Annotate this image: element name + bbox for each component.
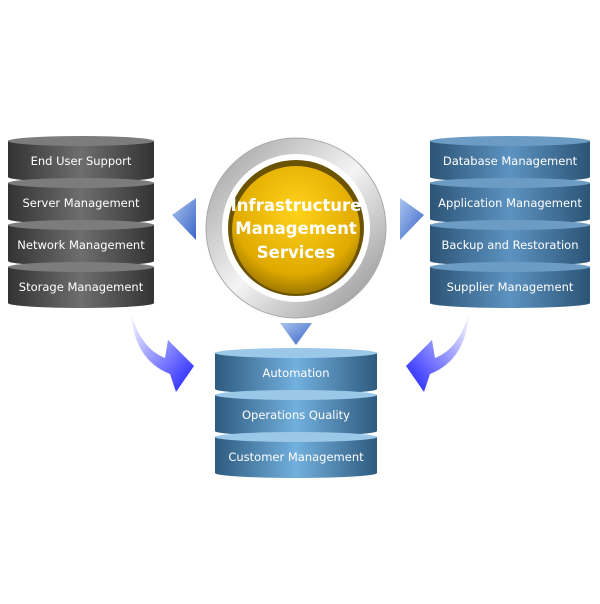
bottom-stack-segment: Automation: [215, 348, 377, 394]
right-stack-segment: Database Management: [430, 136, 590, 182]
down-pointer-icon: [280, 323, 312, 345]
segment-label: Database Management: [443, 154, 578, 168]
segment-label: Operations Quality: [242, 408, 350, 422]
left-stack-segment: Storage Management: [8, 262, 154, 308]
segment-label: Automation: [263, 366, 330, 380]
right-pointer-icon: [400, 198, 424, 240]
center-title-line-1: Infrastructure: [231, 196, 362, 215]
center-hub: Infrastructure Management Services: [205, 137, 387, 319]
center-title-line-3: Services: [257, 243, 336, 262]
right-stack-segment: Backup and Restoration: [430, 220, 590, 266]
segment-label: Server Management: [22, 196, 140, 210]
segment-label: Application Management: [438, 196, 582, 210]
curved-arrow-right-icon: [406, 312, 469, 392]
segment-label: Backup and Restoration: [442, 238, 579, 252]
segment-label: Supplier Management: [447, 280, 574, 294]
segment-label: Network Management: [17, 238, 145, 252]
left-stack-segment: Server Management: [8, 178, 154, 224]
center-title-line-2: Management: [235, 219, 357, 238]
right-stack-segment: Supplier Management: [430, 262, 590, 308]
left-stack-segment: Network Management: [8, 220, 154, 266]
segment-label: Storage Management: [19, 280, 144, 294]
right-stack-segment: Application Management: [430, 178, 590, 224]
curved-arrow-left-icon: [131, 312, 194, 392]
bottom-stack-segment: Operations Quality: [215, 390, 377, 436]
left-stack-segment: End User Support: [8, 136, 154, 182]
segment-label: Customer Management: [228, 450, 364, 464]
bottom-stack-segment: Customer Management: [215, 432, 377, 478]
segment-label: End User Support: [31, 154, 132, 168]
left-pointer-icon: [172, 198, 196, 240]
